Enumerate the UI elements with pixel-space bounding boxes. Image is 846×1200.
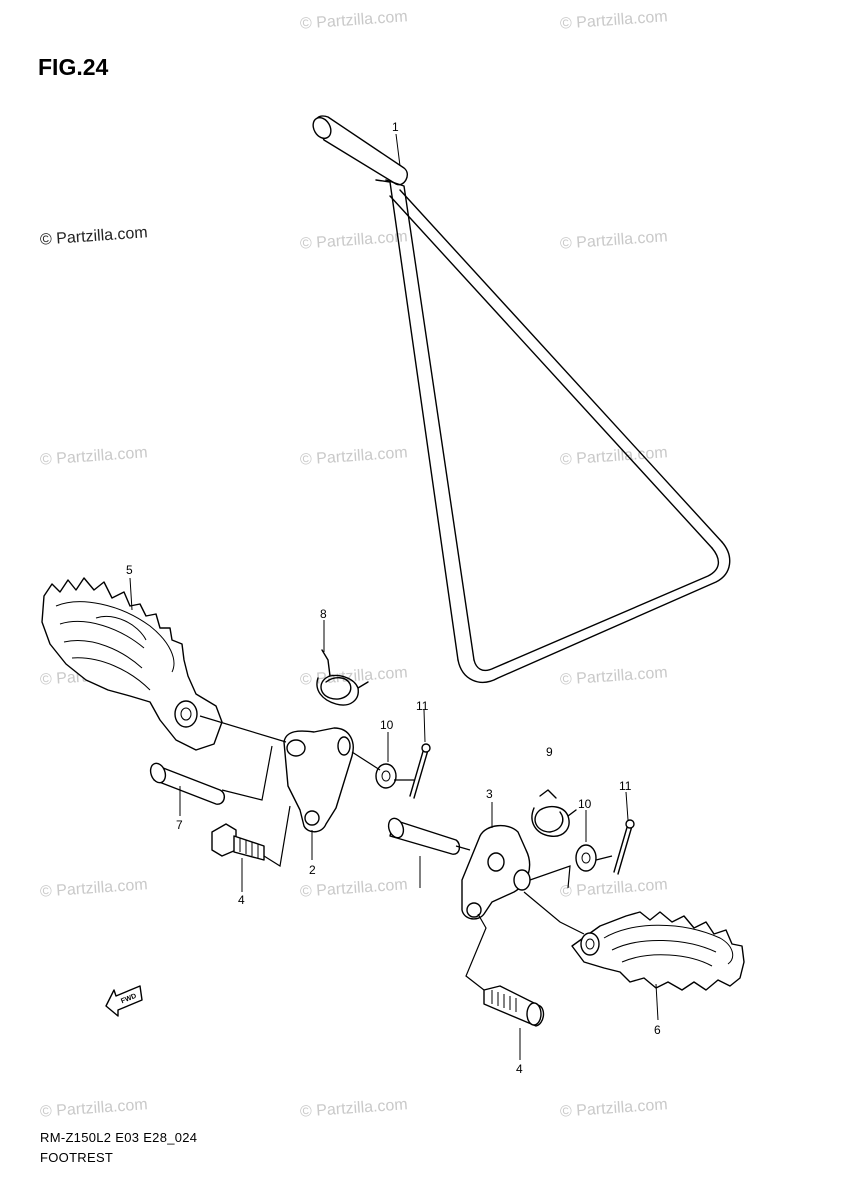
right-bracket-part <box>461 825 531 920</box>
leader-lines <box>129 133 659 1060</box>
left-bolt-part <box>211 823 265 861</box>
figure-name: FOOTREST <box>40 1150 114 1165</box>
callout-4: 4 <box>516 1062 523 1076</box>
figure-code: RM-Z150L2 E03 E28_024 <box>40 1130 198 1145</box>
forward-arrow-icon: FWD <box>105 985 143 1017</box>
stand-part <box>312 115 731 683</box>
left-spring-part <box>316 649 369 706</box>
right-washer-part <box>575 844 597 872</box>
left-washer-part <box>375 763 397 789</box>
callout-11: 11 <box>619 779 632 793</box>
callout-6: 6 <box>654 1023 661 1037</box>
right-footpeg-part <box>571 911 745 991</box>
left-pin-part <box>149 762 226 805</box>
right-pin-part <box>387 817 461 855</box>
assembly-lines <box>199 715 613 991</box>
callout-2: 2 <box>309 863 316 877</box>
callout-7: 7 <box>176 818 183 832</box>
figure-title: FIG.24 <box>38 54 109 80</box>
callout-10: 10 <box>380 718 394 732</box>
callout-3: 3 <box>486 787 493 801</box>
left-footpeg-part <box>41 577 223 751</box>
left-cotter-pin-part <box>409 743 431 799</box>
left-bracket-part <box>283 727 354 833</box>
callout-10: 10 <box>578 797 592 811</box>
callout-5: 5 <box>126 563 133 577</box>
callout-1: 1 <box>392 120 399 134</box>
callout-9: 9 <box>546 745 553 759</box>
right-bolt-part <box>483 985 545 1027</box>
callout-4: 4 <box>238 893 245 907</box>
callout-11: 11 <box>416 699 429 713</box>
callout-8: 8 <box>320 607 327 621</box>
right-spring-part <box>531 789 577 837</box>
right-cotter-pin-part <box>613 819 635 875</box>
